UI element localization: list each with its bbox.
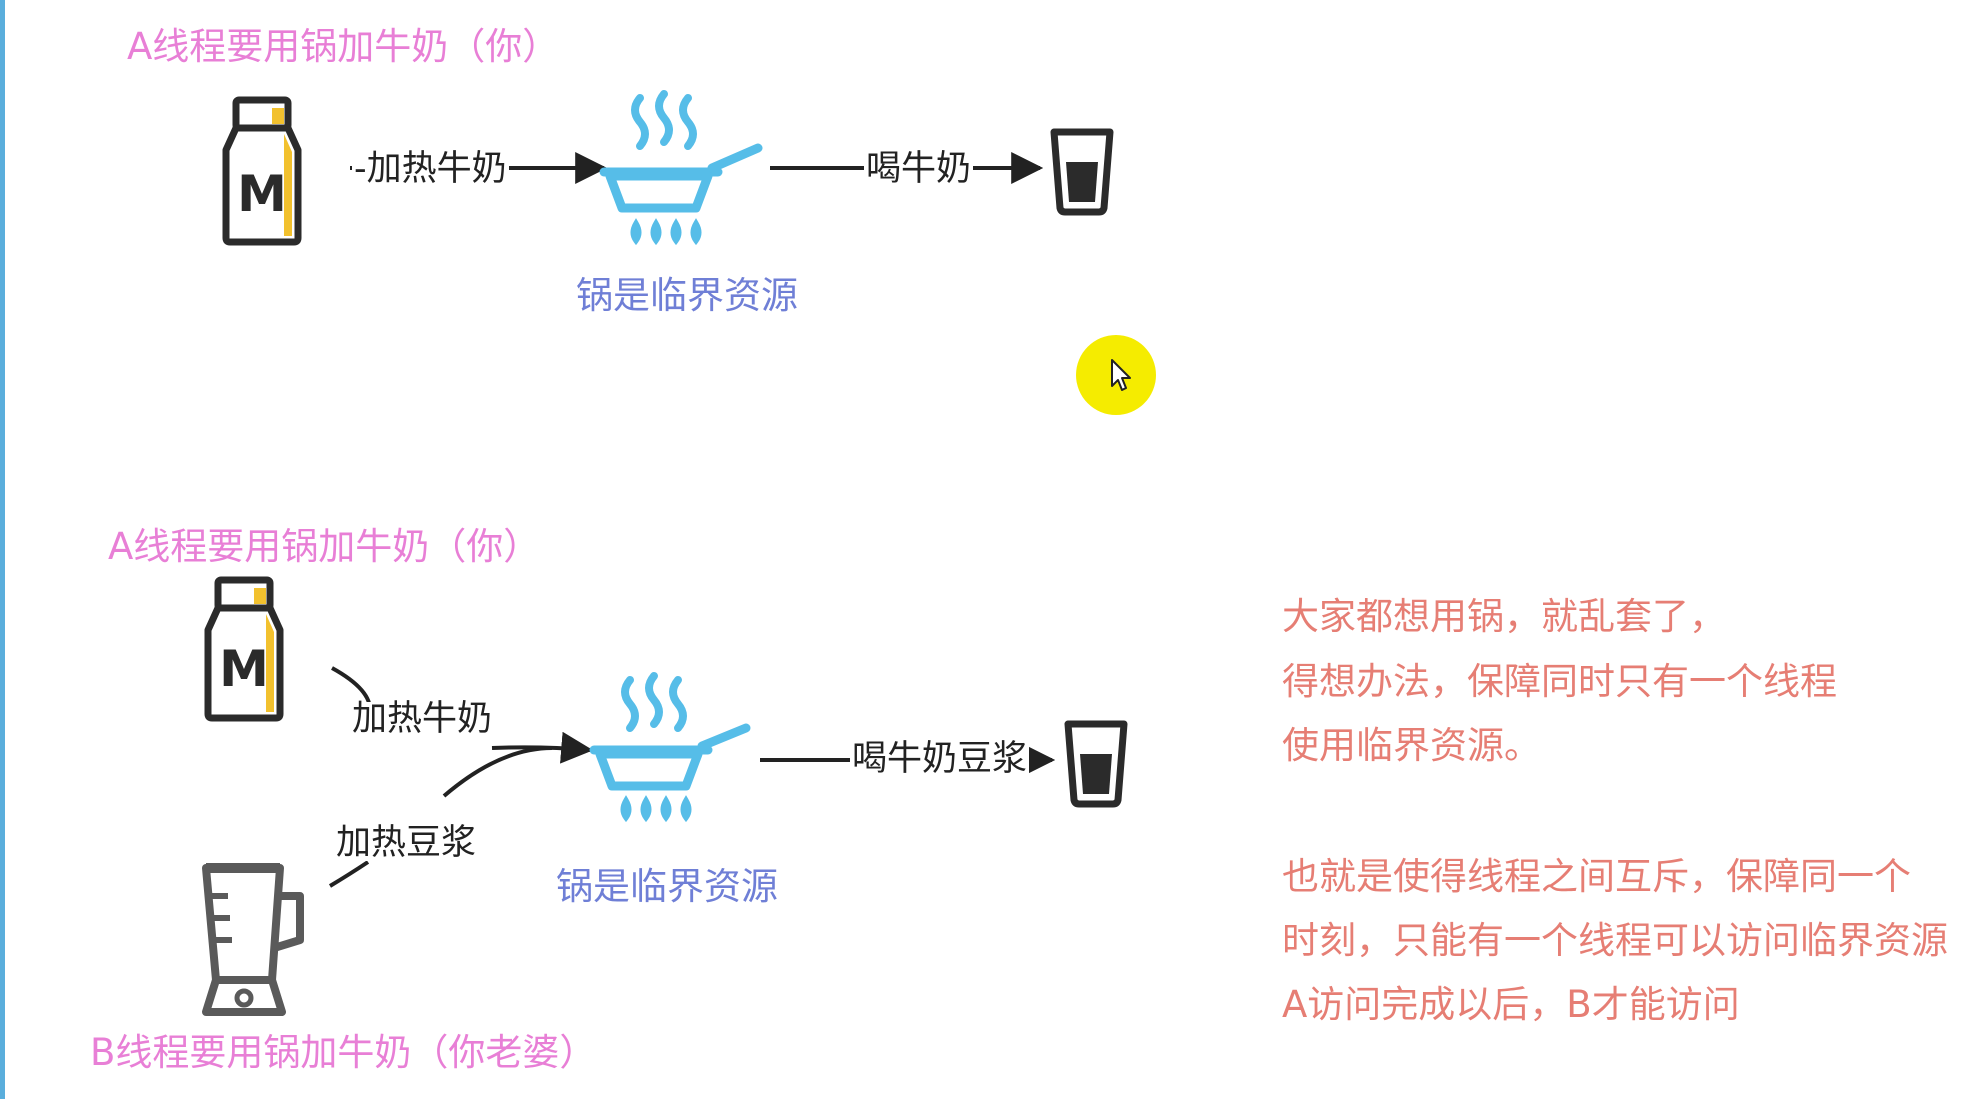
heat-milk-label: -加热牛奶 xyxy=(352,149,509,189)
note-line-1: 大家都想用锅，就乱套了， xyxy=(1282,595,1726,638)
pan-icon xyxy=(589,672,751,823)
drink-milk-label: 喝牛奶 xyxy=(864,149,974,189)
heat-milk-label: 加热牛奶 xyxy=(350,699,495,739)
milk-bottle-icon: M xyxy=(222,96,302,246)
note-line-5: 时刻，只能有一个线程可以访问临界资源 xyxy=(1282,919,1948,962)
thread-a-title: A线程要用锅加牛奶（你） xyxy=(108,525,541,568)
window-left-border xyxy=(0,0,5,1099)
note-line-2: 得想办法，保障同时只有一个线程 xyxy=(1282,660,1837,703)
thread-b-title: B线程要用锅加牛奶（你老婆） xyxy=(90,1031,597,1074)
note-line-6: A访问完成以后，B才能访问 xyxy=(1282,983,1740,1026)
blender-icon xyxy=(202,863,304,1016)
heat-soy-curve-arrow xyxy=(328,746,553,888)
critical-resource-label: 锅是临界资源 xyxy=(576,274,798,317)
pan-icon xyxy=(599,90,763,246)
milk-bottle-icon: M xyxy=(204,576,284,722)
note-line-3: 使用临界资源。 xyxy=(1282,724,1541,767)
cup-icon xyxy=(1064,720,1128,808)
mouse-pointer-icon xyxy=(1076,335,1156,415)
note-line-4: 也就是使得线程之间互斥，保障同一个 xyxy=(1282,855,1911,898)
cup-icon xyxy=(1050,128,1114,216)
thread-a-title: A线程要用锅加牛奶（你） xyxy=(127,25,560,68)
heat-soy-label: 加热豆浆 xyxy=(334,823,479,863)
svg-text:M: M xyxy=(219,640,269,698)
drink-milk-soy-label: 喝牛奶豆浆 xyxy=(850,739,1030,779)
svg-text:M: M xyxy=(237,165,287,223)
critical-resource-label: 锅是临界资源 xyxy=(556,865,778,908)
